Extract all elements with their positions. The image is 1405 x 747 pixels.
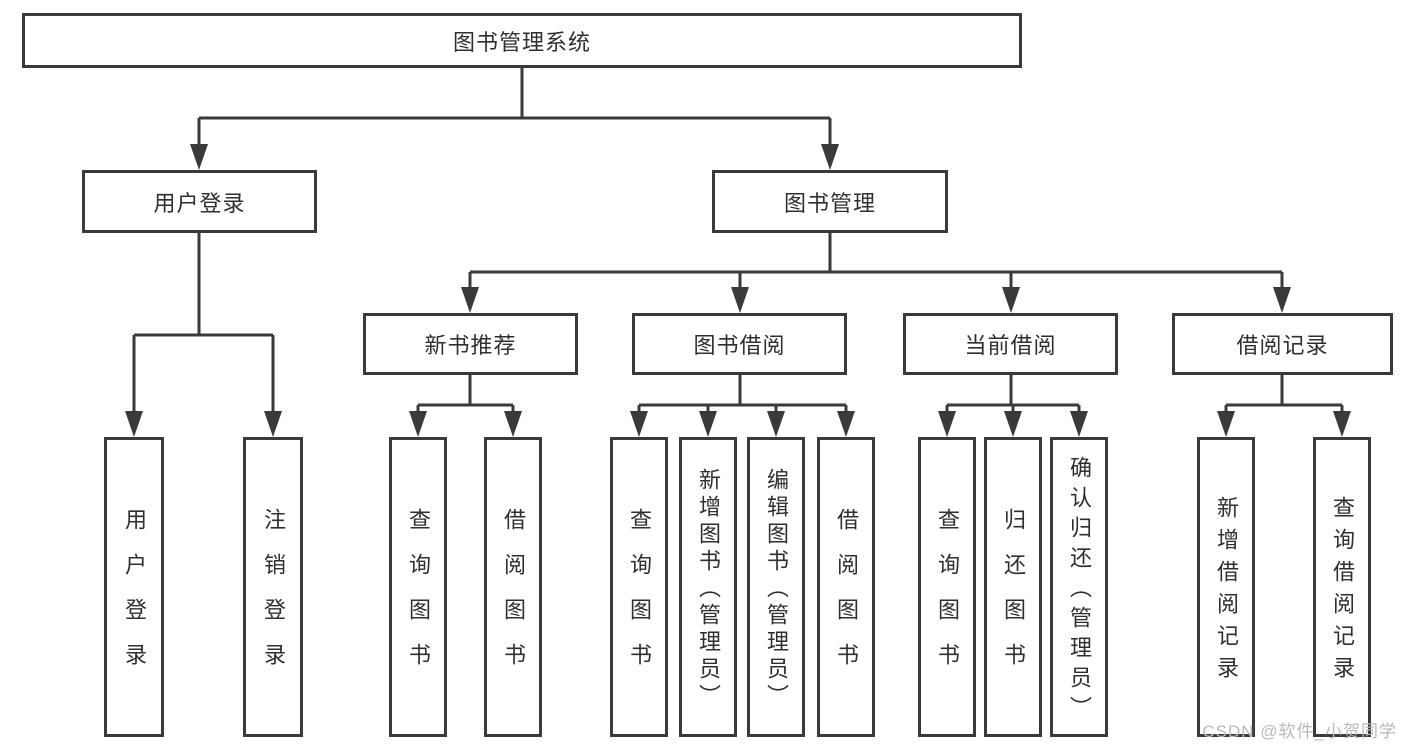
arrowhead-icon: [461, 287, 479, 313]
node-current-borrowing-label: 当前借阅: [964, 333, 1057, 358]
node-leaf-edit-book-admin: 编辑图书（管理员）: [747, 437, 805, 737]
node-leaf-query-books-2: 查询图书: [610, 437, 668, 737]
arrowhead-icon: [125, 411, 143, 437]
arrowhead-icon: [504, 411, 522, 437]
arrowhead-icon: [837, 411, 855, 437]
node-leaf-query-books-1: 查询图书: [389, 437, 447, 737]
node-leaf-add-book-admin-label: 新增图书（管理员）: [696, 467, 721, 711]
connector-borrow-records-branch: [1224, 373, 1344, 419]
node-leaf-return-book: 归还图书: [984, 437, 1042, 737]
node-leaf-user-login: 用户登录: [104, 437, 164, 737]
arrowhead-icon: [731, 287, 749, 313]
node-leaf-edit-book-admin-label: 编辑图书（管理员）: [764, 467, 789, 711]
arrowhead-icon: [409, 411, 427, 437]
arrowhead-icon: [1217, 411, 1235, 437]
node-leaf-query-borrow-record: 查询借阅记录: [1313, 437, 1371, 737]
node-leaf-logout-label: 注销登录: [261, 508, 286, 688]
node-leaf-borrow-books-1-label: 借阅图书: [501, 508, 526, 688]
node-user-login: 用户登录: [82, 170, 317, 233]
node-leaf-return-book-label: 归还图书: [1001, 508, 1026, 688]
node-leaf-user-login-label: 用户登录: [122, 508, 147, 688]
node-book-management: 图书管理: [712, 170, 948, 233]
connector-book-borrow-branch: [637, 373, 848, 419]
node-current-borrowing: 当前借阅: [903, 313, 1118, 375]
connector-root-to-level2: [197, 66, 832, 148]
node-new-book-recommend-label: 新书推荐: [424, 333, 517, 358]
arrowhead-icon: [1333, 411, 1351, 437]
node-leaf-borrow-books-1: 借阅图书: [484, 437, 542, 737]
node-leaf-confirm-return-admin: 确认归还（管理员）: [1050, 437, 1108, 737]
arrowhead-icon: [1002, 287, 1020, 313]
arrowhead-icon: [1004, 411, 1022, 437]
arrowhead-icon: [630, 411, 648, 437]
arrowhead-icon: [699, 411, 717, 437]
node-book-borrowing-label: 图书借阅: [693, 333, 786, 358]
node-leaf-borrow-books-2-label: 借阅图书: [834, 508, 859, 688]
connector-current-borrow-branch: [945, 373, 1081, 419]
arrowhead-icon: [1273, 287, 1291, 313]
node-leaf-query-books-3: 查询图书: [918, 437, 976, 737]
arrowhead-icon: [821, 144, 839, 170]
node-borrow-records: 借阅记录: [1172, 313, 1393, 375]
connector-user-login-branch: [132, 231, 275, 419]
node-book-management-label: 图书管理: [783, 190, 876, 216]
node-leaf-borrow-books-2: 借阅图书: [817, 437, 875, 737]
node-leaf-query-books-1-label: 查询图书: [406, 508, 431, 688]
node-new-book-recommend: 新书推荐: [363, 313, 578, 375]
connector-new-book-branch: [416, 373, 515, 419]
node-leaf-query-books-2-label: 查询图书: [627, 508, 652, 688]
arrowhead-icon: [190, 144, 208, 170]
node-leaf-query-borrow-record-label: 查询借阅记录: [1330, 496, 1355, 688]
arrowhead-icon: [767, 411, 785, 437]
connector-book-mgmt-branch: [468, 231, 1284, 291]
node-leaf-logout: 注销登录: [243, 437, 303, 737]
arrowhead-icon: [1070, 411, 1088, 437]
node-leaf-add-book-admin: 新增图书（管理员）: [679, 437, 737, 737]
node-book-borrowing: 图书借阅: [632, 313, 847, 375]
arrowhead-icon: [938, 411, 956, 437]
node-leaf-add-borrow-record-label: 新增借阅记录: [1214, 496, 1239, 688]
node-user-login-label: 用户登录: [153, 190, 246, 216]
node-root-label: 图书管理系统: [452, 29, 591, 55]
csdn-watermark: CSDN @软件_小贺同学: [1202, 722, 1397, 741]
node-leaf-add-borrow-record: 新增借阅记录: [1197, 437, 1255, 737]
node-leaf-query-books-3-label: 查询图书: [935, 508, 960, 688]
node-leaf-confirm-return-admin-label: 确认归还（管理员）: [1067, 456, 1092, 726]
arrowhead-icon: [264, 411, 282, 437]
node-root: 图书管理系统: [22, 13, 1022, 68]
node-borrow-records-label: 借阅记录: [1236, 333, 1329, 358]
